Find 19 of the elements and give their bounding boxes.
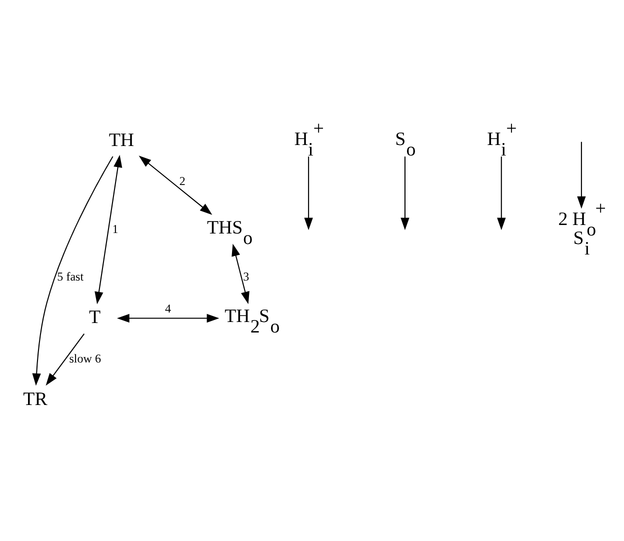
- edge-label: 4: [165, 301, 172, 316]
- arrow: [116, 314, 220, 323]
- node-text: T: [89, 307, 101, 328]
- edge-label: 1: [112, 222, 118, 236]
- node-text: TR: [23, 388, 48, 410]
- arrow: [32, 156, 114, 386]
- edge-label: 3: [243, 270, 250, 284]
- arrow: [94, 154, 122, 304]
- edge-label: slow 6: [69, 351, 102, 366]
- arrow: [46, 334, 85, 386]
- arrow: [232, 244, 250, 304]
- edge-label: 2: [179, 174, 186, 188]
- arrow: [400, 156, 410, 230]
- arrow: [304, 156, 313, 230]
- node-text: TH: [108, 130, 134, 151]
- edge-label: 5 fast: [57, 270, 84, 284]
- arrow: [497, 156, 506, 230]
- arrow: [577, 142, 586, 209]
- arrow: [138, 156, 212, 215]
